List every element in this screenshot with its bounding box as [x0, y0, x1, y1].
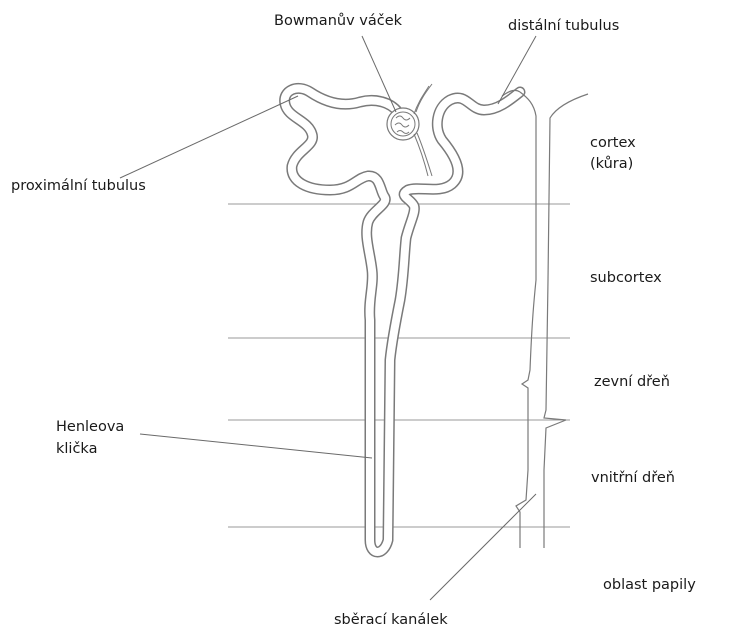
- label-papilla: oblast papily: [603, 577, 696, 593]
- collecting-duct: [502, 90, 588, 548]
- label-bowman: Bowmanův váček: [274, 13, 403, 29]
- label-cortex-sub: (kůra): [590, 156, 633, 172]
- bowman-capsule: [387, 84, 432, 176]
- label-henle-1: Henleova: [56, 419, 124, 435]
- label-cortex: cortex: [590, 135, 636, 151]
- label-collecting-duct: sběrací kanálek: [334, 612, 448, 628]
- label-proximal: proximální tubulus: [11, 178, 146, 194]
- proximal-leader: [120, 96, 298, 178]
- label-subcortex: subcortex: [590, 270, 662, 286]
- label-outer-medulla: zevní dřeň: [594, 374, 670, 390]
- label-distal: distální tubulus: [508, 18, 619, 34]
- zone-boundaries: [228, 204, 570, 527]
- leader-lines: [120, 36, 536, 600]
- henle-leader: [140, 434, 372, 458]
- label-inner-medulla: vnitřní dřeň: [591, 470, 675, 486]
- label-henle-2: klička: [56, 441, 97, 457]
- nephron-tubule: [285, 88, 520, 552]
